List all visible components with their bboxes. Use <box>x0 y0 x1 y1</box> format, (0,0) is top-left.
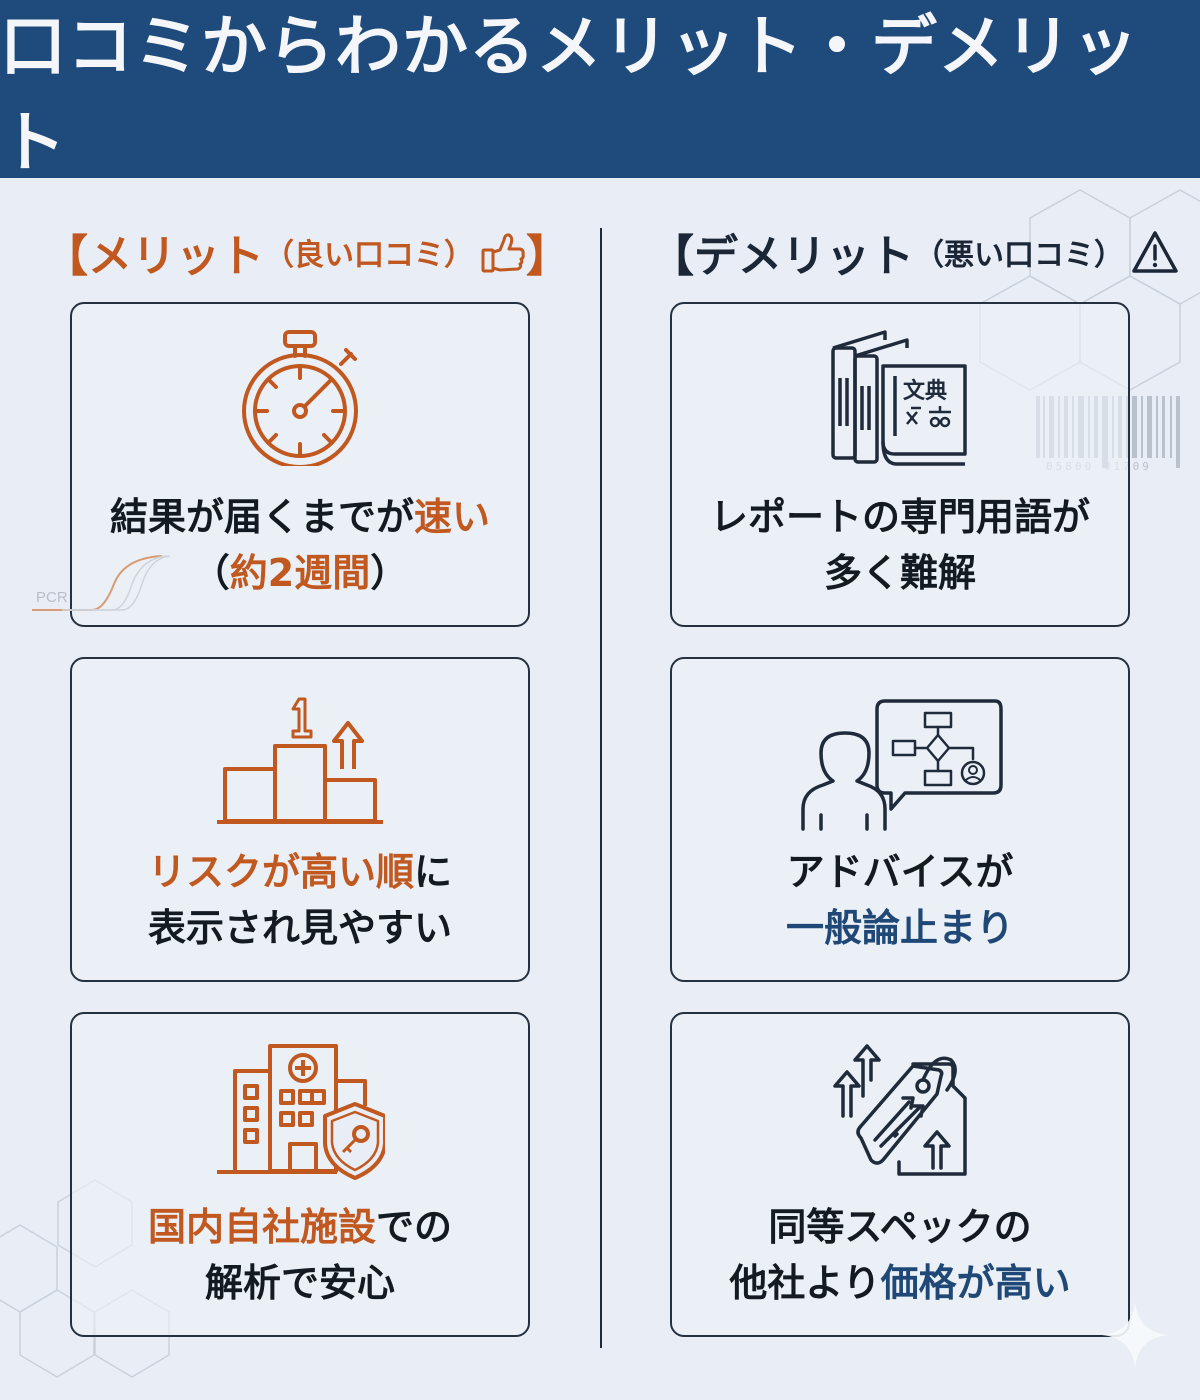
advisor-flowchart-icon <box>801 699 1003 831</box>
highlight-duration: 約2週間 <box>229 551 371 595</box>
hospital-shield-icon <box>217 1044 385 1180</box>
thumbs-up-icon <box>481 233 525 273</box>
dictionary-label: 文典 <box>903 378 947 404</box>
text-part: に <box>414 850 453 894</box>
text-part: 解析で安心 <box>204 1261 395 1305</box>
highlight-high-price: 価格が高い <box>880 1261 1071 1305</box>
merit-title: メリット <box>88 231 264 282</box>
page-header: 口コミからわかるメリット・デメリット <box>0 0 1200 181</box>
merit-card-text: 国内自社施設での 解析で安心 <box>72 1199 528 1311</box>
podium-rank-up-icon <box>217 697 383 824</box>
demerit-bracket-open: 【 <box>650 231 694 282</box>
merit-card-risk-order: リスクが高い順に 表示され見やすい <box>70 657 530 982</box>
merit-card-domestic-lab: 国内自社施設での 解析で安心 <box>70 1012 530 1337</box>
demerit-heading: 【 デメリット （悪い口コミ） <box>650 222 1180 282</box>
demerit-card-generic-advice: アドバイスが 一般論止まり <box>670 657 1130 982</box>
text-part: ） <box>370 551 409 595</box>
text-part: 結果が届くまでが <box>109 495 414 539</box>
text-part: アドバイスが <box>786 850 1014 894</box>
demerit-title: デメリット <box>694 231 914 282</box>
highlight-generic-advice: 一般論止まり <box>785 906 1014 950</box>
stopwatch-icon <box>242 330 358 466</box>
demerit-card-high-price: 同等スペックの 他社より価格が高い <box>670 1012 1130 1337</box>
text-part: レポートの専門用語が <box>709 495 1090 539</box>
dictionary-books-icon: 文典 <box>831 330 967 466</box>
merit-card-fast-results: PCR 結果が届くまでが速い （約2週間） <box>32 302 530 627</box>
demerit-card-jargon: 文典 レポートの専門用語が 多く難解 <box>670 302 1130 627</box>
text-part: での <box>376 1205 453 1249</box>
highlight-fast: 速い <box>414 495 491 539</box>
text-part: 他社より <box>729 1261 881 1305</box>
pcr-label: PCR <box>36 589 68 606</box>
merit-card-text: 結果が届くまでが速い （約2週間） <box>72 489 528 601</box>
merit-bracket-open: 【 <box>44 231 88 282</box>
merit-bracket-close: 】 <box>526 231 570 282</box>
demerit-card-text: アドバイスが 一般論止まり <box>672 844 1128 956</box>
price-tag-up-icon <box>833 1044 967 1176</box>
highlight-risk-order: リスクが高い順 <box>147 850 414 894</box>
merit-heading: 【 メリット （良い口コミ） 】 <box>44 222 570 282</box>
page-title: 口コミからわかるメリット・デメリット <box>0 8 1139 181</box>
column-divider <box>600 228 602 1348</box>
text-part: 表示され見やすい <box>147 906 452 950</box>
text-part: 同等スペックの <box>768 1205 1032 1249</box>
merit-card-text: リスクが高い順に 表示され見やすい <box>72 844 528 956</box>
demerit-card-text: レポートの専門用語が 多く難解 <box>672 489 1128 601</box>
demerit-subtitle: （悪い口コミ） <box>914 238 1124 273</box>
text-part: 多く難解 <box>823 551 976 595</box>
warning-icon <box>1132 231 1178 273</box>
demerit-card-text: 同等スペックの 他社より価格が高い <box>672 1199 1128 1311</box>
merit-subtitle: （良い口コミ） <box>264 238 474 273</box>
highlight-domestic-lab: 国内自社施設 <box>147 1205 376 1249</box>
text-part: （ <box>191 551 230 595</box>
